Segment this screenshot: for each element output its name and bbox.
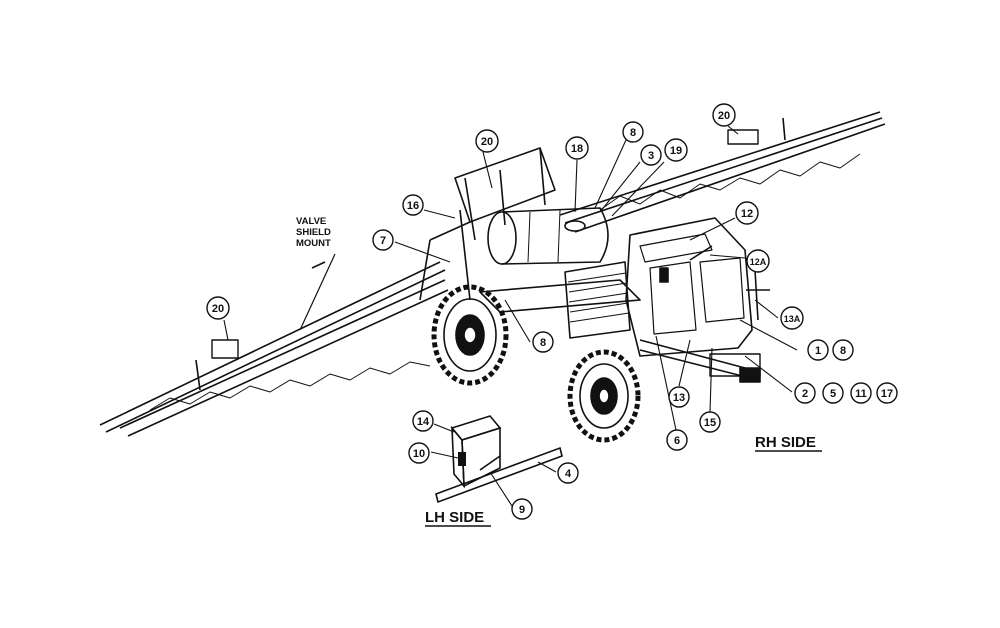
valve-shield-line1: VALVE (296, 216, 326, 227)
callout-11-label: 11 (855, 388, 867, 400)
front-wheel (567, 349, 641, 443)
callout-8-right: 8 (832, 339, 854, 361)
callout-1-label: 1 (815, 345, 821, 357)
rear-rack (419, 147, 556, 301)
callout-5: 5 (822, 382, 844, 404)
right-boom (559, 111, 886, 233)
callout-15-label: 15 (704, 417, 716, 429)
callout-2: 2 (794, 382, 816, 404)
callout-8-wheel-label: 8 (540, 337, 546, 349)
callout-20-left-label: 20 (212, 303, 224, 315)
callout-5-label: 5 (830, 388, 836, 400)
callout-20-right-label: 20 (718, 110, 730, 122)
callout-6-label: 6 (674, 435, 680, 447)
callout-11: 11 (850, 382, 872, 404)
callout-4: 4 (557, 462, 579, 484)
callout-8-top: 8 (622, 121, 644, 143)
callout-18-label: 18 (571, 143, 583, 155)
rh-side-label: RH SIDE (755, 434, 816, 451)
callout-7-label: 7 (380, 235, 386, 247)
callout-10-label: 10 (413, 448, 425, 460)
lh-side-shield-part (435, 415, 563, 504)
callout-16: 16 (402, 194, 424, 216)
callout-2-label: 2 (802, 388, 808, 400)
callout-4-label: 4 (565, 468, 572, 480)
callout-1: 1 (807, 339, 829, 361)
valve-shield-line2: SHIELD (296, 227, 331, 238)
callout-20-top-label: 20 (481, 136, 493, 148)
callout-14: 14 (412, 410, 434, 432)
callout-18: 18 (565, 136, 589, 160)
callout-12a-label: 12A (750, 257, 767, 267)
sprayer-illustration (99, 111, 886, 443)
callout-13a-label: 13A (784, 314, 801, 324)
callout-12a: 12A (746, 249, 770, 273)
callout-8-wheel: 8 (532, 331, 554, 353)
callout-10: 10 (408, 442, 430, 464)
callout-20-top: 20 (475, 129, 499, 153)
callout-8-right-label: 8 (840, 345, 846, 357)
callout-20-left: 20 (206, 296, 230, 320)
callout-20-right: 20 (712, 103, 736, 127)
callout-12-label: 12 (741, 208, 753, 220)
callout-9-label: 9 (519, 504, 525, 516)
engine-grille (564, 261, 631, 339)
callout-13: 13 (668, 386, 690, 408)
callout-17-label: 17 (881, 388, 893, 400)
callout-12: 12 (735, 201, 759, 225)
valve-shield-mount-label: VALVE SHIELD MOUNT (296, 216, 331, 249)
valve-shield-line3: MOUNT (296, 238, 331, 249)
spray-tank (487, 207, 609, 265)
callout-16-label: 16 (407, 200, 419, 212)
callout-17: 17 (876, 382, 898, 404)
rear-wheel (431, 284, 509, 386)
callout-19-label: 19 (670, 145, 682, 157)
cab-body (625, 217, 753, 357)
callout-6: 6 (666, 429, 688, 451)
lh-side-label: LH SIDE (425, 509, 484, 526)
callouts: 20 20 20 18 8 3 19 16 7 12 12A 13A 1 8 8… (206, 103, 898, 520)
callout-13a: 13A (780, 306, 804, 330)
callout-3: 3 (640, 144, 662, 166)
callout-14-label: 14 (417, 416, 430, 428)
callout-15: 15 (699, 411, 721, 433)
callout-7: 7 (372, 229, 394, 251)
left-boom (99, 253, 449, 437)
callout-13-label: 13 (673, 392, 685, 404)
callout-19: 19 (664, 138, 688, 162)
callout-9: 9 (511, 498, 533, 520)
chassis-frame (479, 269, 770, 383)
callout-3-label: 3 (648, 150, 654, 162)
leader-lines (223, 125, 798, 507)
callout-8-top-label: 8 (630, 127, 636, 139)
